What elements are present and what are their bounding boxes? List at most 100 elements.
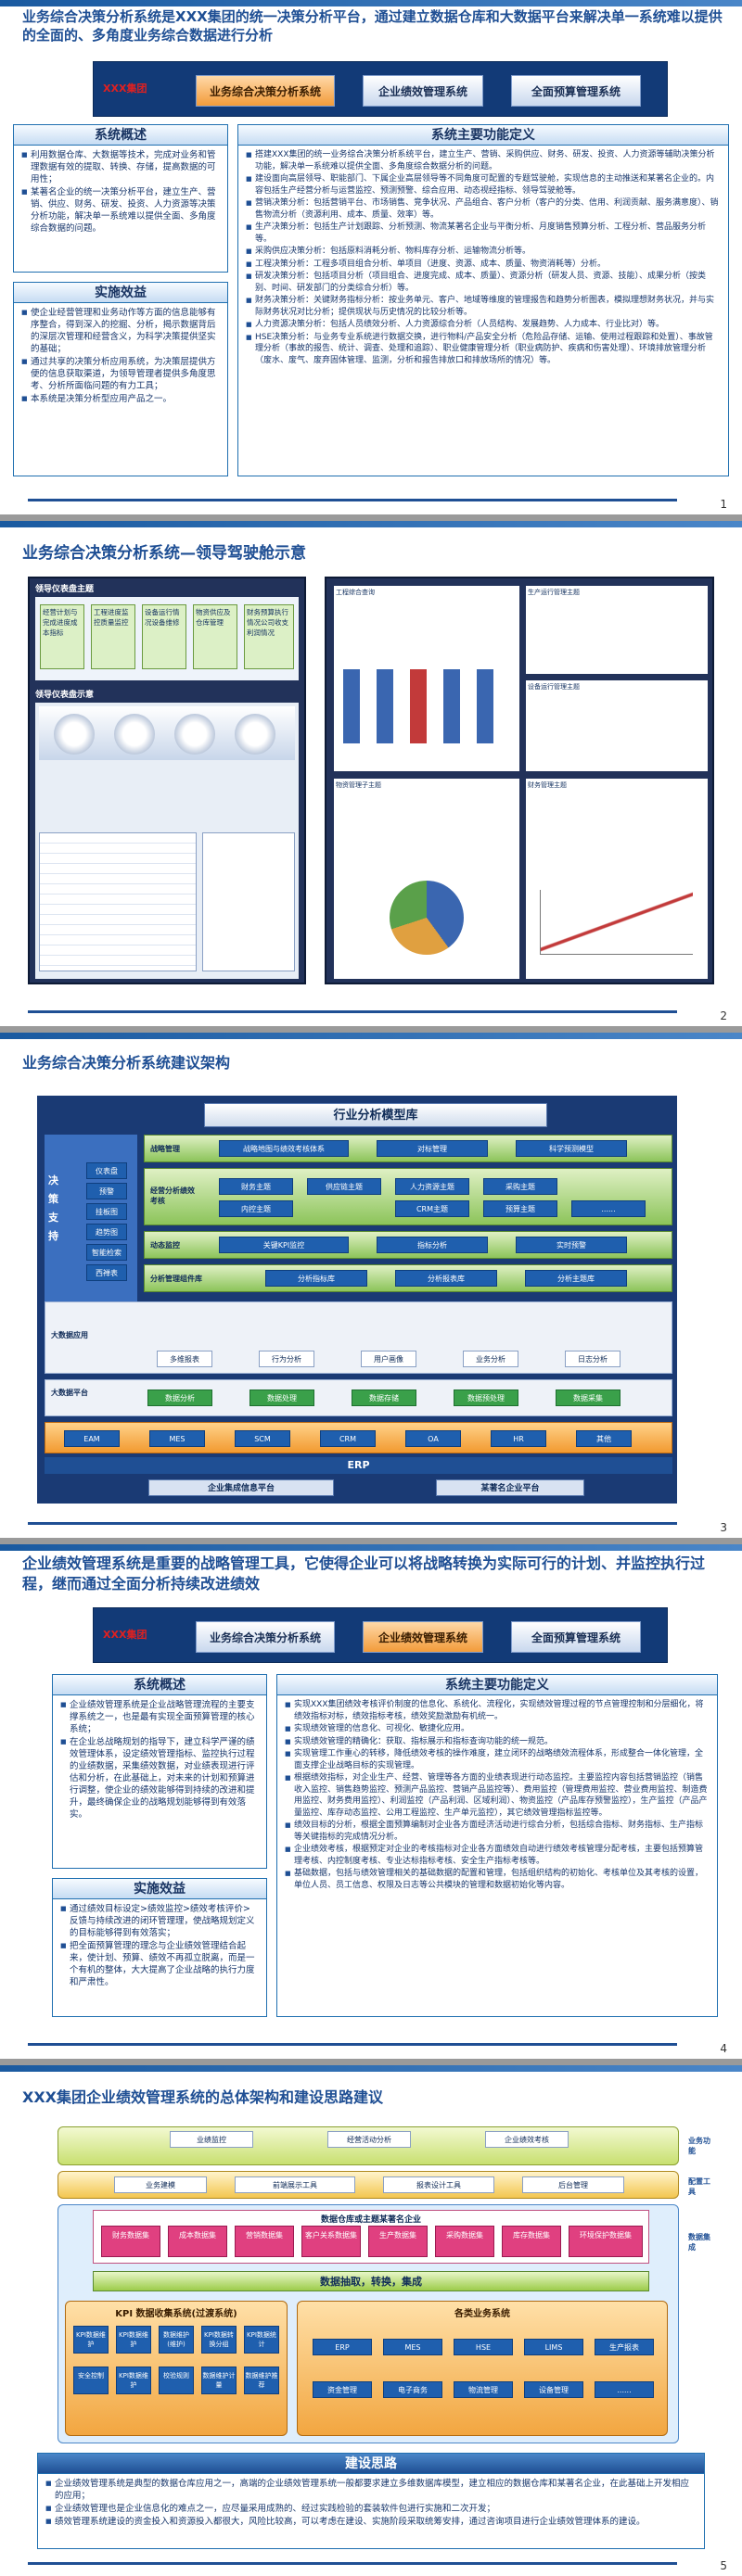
decision-item[interactable]: 智能检索 (86, 1244, 127, 1261)
kpi-item[interactable]: 数据维护计量 (201, 2367, 237, 2394)
kpi-item[interactable]: KPI数据维护 (116, 2367, 151, 2394)
row-label: 动态监控 (150, 1241, 180, 1250)
topic-card[interactable]: 工程进度监控质量监控 (91, 604, 135, 669)
tab-performance-management[interactable]: 企业绩效管理系统 (363, 75, 483, 107)
subject-item[interactable]: 环境保护数据集 (569, 2226, 643, 2257)
panel-materials: 物资管理子主题 (334, 779, 519, 979)
platform-item[interactable]: 数据处理 (249, 1390, 314, 1406)
subject-item[interactable]: 采购数据集 (435, 2226, 494, 2257)
system-item[interactable]: EAM (64, 1430, 120, 1447)
row-item[interactable]: 指标分析 (377, 1237, 488, 1253)
system-item[interactable]: HR (491, 1430, 546, 1447)
source-item[interactable]: HSE (454, 2339, 513, 2355)
system-item[interactable]: SCM (235, 1430, 290, 1447)
slide-4: 企业绩效管理系统是重要的战略管理工具，它使得企业可以将战略转换为实际可行的计划、… (0, 1544, 742, 2059)
platform-item[interactable]: 数据存储 (352, 1390, 416, 1406)
bar-chart-icon (343, 669, 510, 743)
kpi-item[interactable]: KPI数据维护 (73, 2326, 109, 2354)
source-item[interactable]: MES (383, 2339, 442, 2355)
row-item[interactable]: 分析主题库 (525, 1270, 627, 1287)
biz-item[interactable]: 业绩监控 (170, 2131, 253, 2148)
source-item[interactable]: 物流管理 (454, 2381, 513, 2398)
row-item[interactable]: ...... (571, 1200, 646, 1217)
tab-budget-management[interactable]: 全面预算管理系统 (511, 75, 641, 107)
slide-bottom-bar (28, 1522, 677, 1525)
function-item: 财务决策分析：关键财务指标分析：按业务单元、客户、地域等维度的管理报告和趋势分析… (246, 295, 721, 318)
subject-item[interactable]: 成本数据集 (168, 2226, 227, 2257)
biz-item[interactable]: 企业绩效考核 (485, 2131, 569, 2148)
row-item[interactable]: 对标管理 (377, 1140, 488, 1157)
source-item[interactable]: 电子商务 (383, 2381, 442, 2398)
row-item[interactable]: 分析指标库 (265, 1270, 367, 1287)
kpi-item[interactable]: KPI数据维护 (116, 2326, 151, 2354)
kpi-item[interactable]: KPI数据转换分组 (201, 2326, 237, 2354)
config-tool-band: 业务建模 前端展示工具 报表设计工具 后台管理 (58, 2171, 679, 2199)
decision-item[interactable]: 仪表盘 (86, 1162, 127, 1179)
kpi-item[interactable]: KPI数据统计 (244, 2326, 279, 2354)
decision-item[interactable]: 趋势图 (86, 1224, 127, 1240)
row-item[interactable]: 科学预测模型 (516, 1140, 627, 1157)
row-item[interactable]: 人力资源主题 (395, 1178, 469, 1195)
slide-title: 业务综合决策分析系统—领导驾驶舱示意 (22, 544, 306, 563)
kpi-item[interactable]: 安全控制 (73, 2367, 109, 2394)
bigdata-item[interactable]: 行为分析 (259, 1351, 314, 1367)
subject-item[interactable]: 营销数据集 (235, 2226, 294, 2257)
overview-heading: 系统概述 (14, 125, 227, 146)
line-chart-icon (540, 890, 693, 955)
row-item[interactable]: 内控主题 (219, 1200, 293, 1217)
row-item[interactable]: CRM主题 (395, 1200, 469, 1217)
system-tab-bar: XXX集团 业务综合决策分析系统 企业绩效管理系统 全面预算管理系统 (93, 1607, 668, 1663)
source-item[interactable]: 生产报表 (595, 2339, 654, 2355)
system-item[interactable]: CRM (320, 1430, 376, 1447)
biz-item[interactable]: 经营活动分析 (327, 2131, 411, 2148)
page-number: 3 (720, 1521, 727, 1534)
subject-item[interactable]: 客户关系数据集 (301, 2226, 361, 2257)
kpi-item[interactable]: 校验规则 (159, 2367, 194, 2394)
tab-decision-analysis[interactable]: 业务综合决策分析系统 (196, 75, 335, 107)
tab-performance-management[interactable]: 企业绩效管理系统 (363, 1621, 483, 1653)
source-item[interactable]: ERP (313, 2339, 372, 2355)
source-item[interactable]: LIMS (524, 2339, 583, 2355)
row-item[interactable]: 采购主题 (483, 1178, 557, 1195)
slide-2: 业务综合决策分析系统—领导驾驶舱示意 领导仪表盘主题 经营计划与完成进度成本指标… (0, 521, 742, 1026)
bigdata-item[interactable]: 用户画像 (361, 1351, 416, 1367)
subject-item[interactable]: 库存数据集 (502, 2226, 561, 2257)
row-item[interactable]: 财务主题 (219, 1178, 293, 1195)
row-item[interactable]: 分析报表库 (395, 1270, 497, 1287)
row-item[interactable]: 实时预警 (516, 1237, 627, 1253)
subject-item[interactable]: 生产数据集 (368, 2226, 428, 2257)
decision-item[interactable]: 西禅表 (86, 1264, 127, 1281)
tool-item[interactable]: 后台管理 (522, 2176, 624, 2193)
row-item[interactable]: 供应链主题 (307, 1178, 381, 1195)
kpi-item[interactable]: 数据维护(维护) (159, 2326, 194, 2354)
bigdata-item[interactable]: 多维报表 (157, 1351, 212, 1367)
row-item[interactable]: 预算主题 (483, 1200, 557, 1217)
kpi-item[interactable]: 数据维护推荐 (244, 2367, 279, 2394)
system-item[interactable]: OA (405, 1430, 461, 1447)
bigdata-item[interactable]: 业务分析 (463, 1351, 518, 1367)
topic-card[interactable]: 物资供应及仓库管理 (193, 604, 237, 669)
topic-card[interactable]: 设备运行情况设备维修 (142, 604, 186, 669)
row-item[interactable]: 关键KPI监控 (219, 1237, 349, 1253)
decision-item[interactable]: 预警 (86, 1183, 127, 1199)
source-item[interactable]: 资金管理 (313, 2381, 372, 2398)
platform-item[interactable]: 数据采集 (556, 1390, 620, 1406)
topic-card[interactable]: 经营计划与完成进度成本指标 (40, 604, 84, 669)
system-item[interactable]: MES (149, 1430, 205, 1447)
bigdata-item[interactable]: 日志分析 (565, 1351, 620, 1367)
tab-budget-management[interactable]: 全面预算管理系统 (511, 1621, 641, 1653)
topic-card[interactable]: 财务预算执行情况公司收支利润情况 (244, 604, 294, 669)
source-item[interactable]: ...... (595, 2381, 654, 2398)
platform-item[interactable]: 数据分析 (147, 1390, 212, 1406)
platform-item[interactable]: 数据预处理 (454, 1390, 518, 1406)
row-item[interactable]: 战略地图与绩效考核体系 (219, 1140, 349, 1157)
tool-item[interactable]: 业务建模 (114, 2176, 207, 2193)
source-item[interactable]: 设备管理 (524, 2381, 583, 2398)
row-label: 分析管理组件库 (150, 1275, 202, 1283)
tool-item[interactable]: 报表设计工具 (383, 2176, 494, 2193)
system-item[interactable]: 其他 (576, 1430, 632, 1447)
tool-item[interactable]: 前端展示工具 (235, 2176, 355, 2193)
decision-item[interactable]: 挂板图 (86, 1203, 127, 1220)
subject-item[interactable]: 财务数据集 (101, 2226, 160, 2257)
tab-decision-analysis[interactable]: 业务综合决策分析系统 (196, 1621, 335, 1653)
